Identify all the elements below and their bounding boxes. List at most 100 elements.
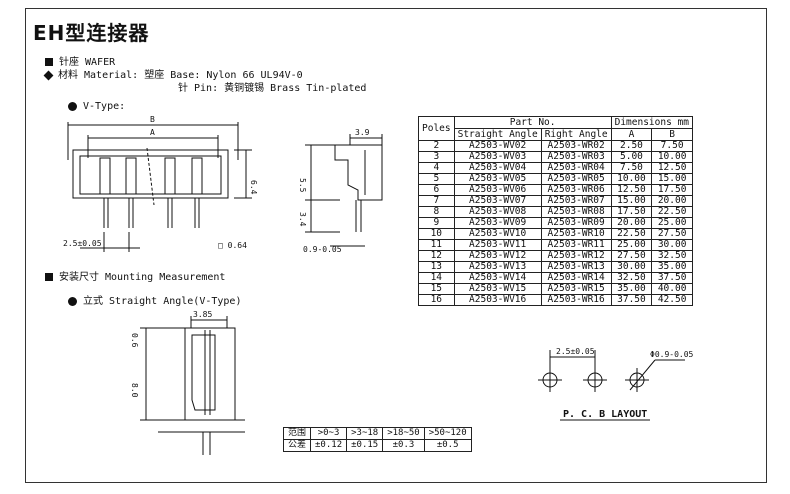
col-straight-angle: Straight Angle <box>453 128 542 141</box>
cell-right: A2503-WR06 <box>540 184 612 196</box>
cell-right: A2503-WR16 <box>540 294 612 306</box>
cell-poles: 14 <box>418 272 455 284</box>
dot-bullet-icon <box>68 101 77 111</box>
dot-bullet-icon <box>68 296 77 306</box>
page-title: EH型连接器 <box>33 21 150 45</box>
cell-right: A2503-WR11 <box>540 239 612 251</box>
cell-poles: 11 <box>418 239 455 251</box>
part-number-table: Poles Part No. Dimensions mm Straight An… <box>418 116 693 306</box>
cell-right: A2503-WR14 <box>540 272 612 284</box>
cell-a: 5.00 <box>610 151 653 163</box>
col-dimensions: Dimensions mm <box>610 116 693 129</box>
col-right-angle: Right Angle <box>540 128 612 141</box>
cell-right: A2503-WR03 <box>540 151 612 163</box>
tolerance-range-header: 范围 <box>282 427 312 440</box>
cell-b: 15.00 <box>651 173 693 185</box>
mounting-heading: 安装尺寸 Mounting Measurement <box>45 268 225 283</box>
straight-angle-heading: 立式 Straight Angle(V-Type) <box>68 292 241 307</box>
cell-a: 10.00 <box>610 173 653 185</box>
cell-straight: A2503-WV03 <box>453 151 542 163</box>
tolerance-range-cell: >18~50 <box>382 427 425 440</box>
cell-poles: 9 <box>418 217 455 229</box>
square-bullet-icon <box>45 58 53 66</box>
cell-right: A2503-WR07 <box>540 195 612 207</box>
cell-right: A2503-WR10 <box>540 228 612 240</box>
cell-a: 35.00 <box>610 283 653 295</box>
cell-right: A2503-WR08 <box>540 206 612 218</box>
cell-a: 27.50 <box>610 250 653 262</box>
tolerance-value-cell: ±0.3 <box>382 439 425 452</box>
tolerance-table: 范围 >0~3>3~18>18~50>50~120 公差 ±0.12±0.15±… <box>282 427 472 452</box>
cell-right: A2503-WR04 <box>540 162 612 174</box>
tolerance-range-cell: >0~3 <box>310 427 348 440</box>
cell-poles: 13 <box>418 261 455 273</box>
cell-poles: 2 <box>418 140 455 152</box>
cell-a: 7.50 <box>610 162 653 174</box>
cell-right: A2503-WR02 <box>540 140 612 152</box>
cell-a: 15.00 <box>610 195 653 207</box>
cell-poles: 6 <box>418 184 455 196</box>
cell-b: 25.00 <box>651 217 693 229</box>
cell-a: 22.50 <box>610 228 653 240</box>
drawing-frame <box>25 8 767 483</box>
cell-straight: A2503-WV11 <box>453 239 542 251</box>
spec-pin: 针 Pin:黄铜镀锡 Brass Tin-plated <box>178 83 367 94</box>
cell-b: 20.00 <box>651 195 693 207</box>
cell-a: 20.00 <box>610 217 653 229</box>
cell-straight: A2503-WV14 <box>453 272 542 284</box>
tolerance-value-cell: ±0.12 <box>310 439 348 452</box>
cell-straight: A2503-WV15 <box>453 283 542 295</box>
tolerance-value-cell: ±0.5 <box>423 439 472 452</box>
cell-straight: A2503-WV09 <box>453 217 542 229</box>
cell-b: 30.00 <box>651 239 693 251</box>
cell-a: 32.50 <box>610 272 653 284</box>
cell-a: 30.00 <box>610 261 653 273</box>
cell-straight: A2503-WV13 <box>453 261 542 273</box>
vtype-heading: V-Type: <box>68 101 125 112</box>
cell-poles: 3 <box>418 151 455 163</box>
spec-wafer: 针座 WAFER <box>45 53 115 68</box>
cell-b: 32.50 <box>651 250 693 262</box>
col-dim-a: A <box>610 128 653 141</box>
cell-b: 35.00 <box>651 261 693 273</box>
diamond-bullet-icon <box>43 70 54 80</box>
col-poles: Poles <box>418 116 455 141</box>
cell-poles: 10 <box>418 228 455 240</box>
spec-material: 材料 Material:塑座 Base:Nylon 66 UL94V-0 <box>43 66 303 81</box>
cell-a: 25.00 <box>610 239 653 251</box>
square-bullet-icon <box>45 273 53 281</box>
cell-b: 37.50 <box>651 272 693 284</box>
cell-right: A2503-WR09 <box>540 217 612 229</box>
cell-straight: A2503-WV05 <box>453 173 542 185</box>
cell-b: 7.50 <box>651 140 693 152</box>
cell-right: A2503-WR12 <box>540 250 612 262</box>
cell-b: 27.50 <box>651 228 693 240</box>
cell-right: A2503-WR13 <box>540 261 612 273</box>
cell-a: 17.50 <box>610 206 653 218</box>
cell-b: 10.00 <box>651 151 693 163</box>
cell-poles: 16 <box>418 294 455 306</box>
cell-straight: A2503-WV07 <box>453 195 542 207</box>
tolerance-value-cell: ±0.15 <box>346 439 384 452</box>
cell-straight: A2503-WV16 <box>453 294 542 306</box>
cell-a: 2.50 <box>610 140 653 152</box>
cell-poles: 5 <box>418 173 455 185</box>
cell-straight: A2503-WV04 <box>453 162 542 174</box>
cell-b: 42.50 <box>651 294 693 306</box>
cell-straight: A2503-WV06 <box>453 184 542 196</box>
cell-poles: 4 <box>418 162 455 174</box>
cell-a: 37.50 <box>610 294 653 306</box>
